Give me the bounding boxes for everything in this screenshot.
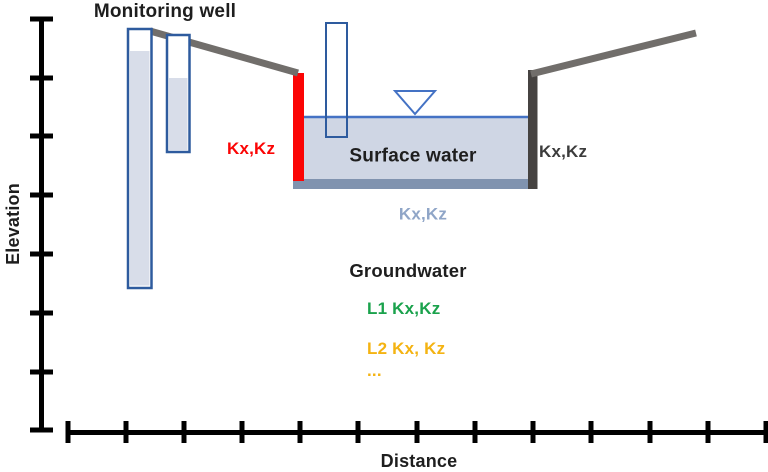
elevation-axis-label: Elevation <box>3 183 23 265</box>
monitoring-well-3-casing <box>325 22 348 138</box>
right-bank-conductivity-label: Kx,Kz <box>539 142 588 161</box>
surface-water-body <box>302 117 529 180</box>
left-bank-bar <box>293 73 304 181</box>
streambed-bar <box>293 179 537 189</box>
streambed-conductivity-label: Kx,Kz <box>398 204 448 224</box>
more-layers-ellipsis-label: ... <box>367 361 382 380</box>
left-bank-conductivity-label: Kx,Kz <box>227 139 276 158</box>
right-bank-bar <box>528 70 538 189</box>
monitoring-well-label: Monitoring well <box>93 1 237 22</box>
monitoring-well-1 <box>126 27 153 290</box>
distance-axis-label: Distance <box>380 451 458 471</box>
elevation-axis <box>30 16 53 433</box>
water-level-symbol-icon <box>392 90 438 116</box>
monitoring-well-1-water-level <box>130 51 150 286</box>
layer2-conductivity-label: L2 Kx, Kz <box>367 339 446 358</box>
groundwater-label: Groundwater <box>349 259 467 281</box>
monitoring-well-2 <box>165 33 191 154</box>
right-ground-line <box>530 29 697 78</box>
monitoring-well-2-water-level <box>169 78 188 150</box>
layer1-conductivity-label: L1 Kx,Kz <box>367 299 441 318</box>
surface-water-label: Surface water <box>349 145 477 167</box>
distance-axis <box>65 421 768 443</box>
